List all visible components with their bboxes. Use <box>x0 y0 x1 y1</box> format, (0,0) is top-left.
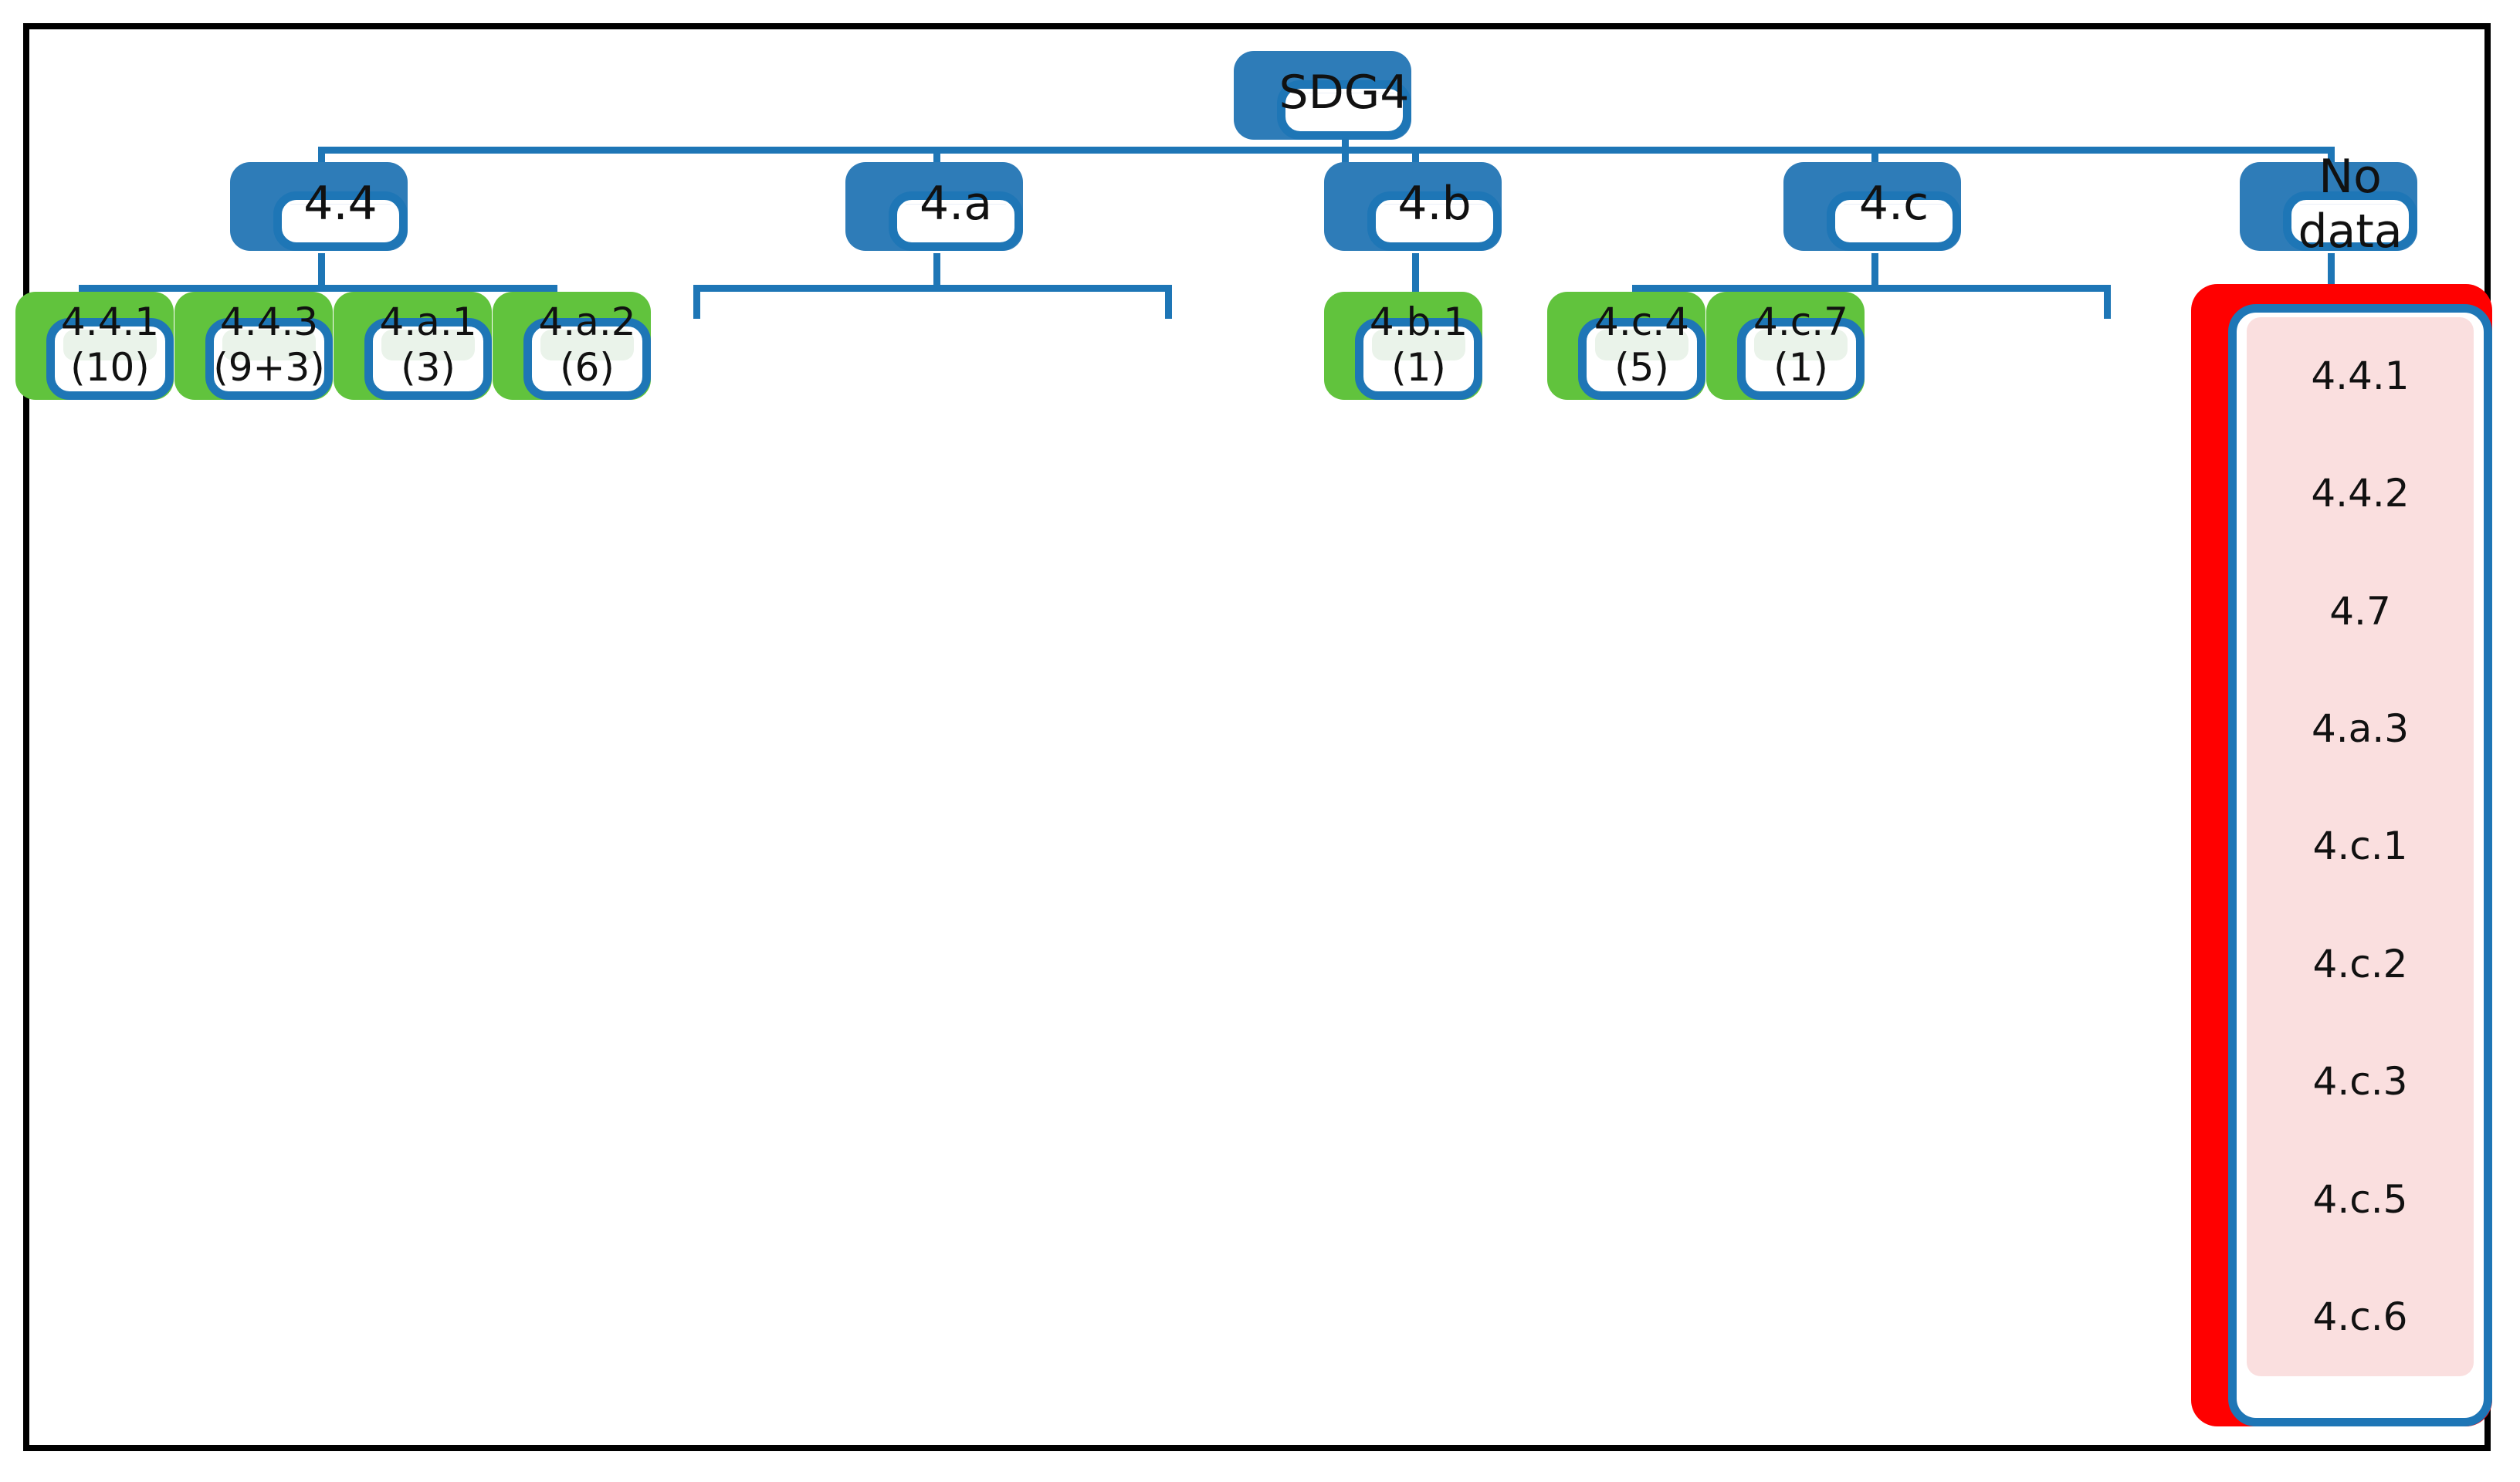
node-leaf-4-b-1[interactable]: 4.b.1 (1) <box>1324 292 1482 400</box>
node-branch-4-4-label: 4.4 <box>290 177 391 231</box>
no-data-item: 4.7 <box>2329 588 2391 634</box>
node-leaf-4-4-3-line2: (9+3) <box>213 345 325 390</box>
node-leaf-4-a-1[interactable]: 4.a.1 (3) <box>334 292 492 400</box>
node-branch-4-c[interactable]: 4.c <box>1783 162 1961 251</box>
node-leaf-4-a-2-line1: 4.a.2 <box>538 299 636 344</box>
no-data-item: 4.4.1 <box>2311 353 2410 398</box>
connector-4-4-stem <box>318 253 325 292</box>
no-data-item: 4.a.3 <box>2311 706 2410 752</box>
connector-4-a-drop-left <box>693 285 700 319</box>
node-leaf-4-c-4-face: 4.c.4 (5) <box>1578 299 1705 400</box>
node-leaf-4-a-2[interactable]: 4.a.2 (6) <box>493 292 651 400</box>
no-data-item: 4.4.2 <box>2311 471 2410 516</box>
node-leaf-4-4-3[interactable]: 4.4.3 (9+3) <box>174 292 333 400</box>
node-sdg4[interactable]: SDG4 <box>1234 51 1411 140</box>
node-leaf-4-b-1-line2: (1) <box>1391 345 1446 390</box>
node-branch-4-a-face: 4.a <box>889 177 1023 251</box>
node-leaf-4-4-1[interactable]: 4.4.1 (10) <box>15 292 174 400</box>
no-data-item: 4.c.6 <box>2312 1294 2408 1340</box>
connector-4-c-stem <box>1871 253 1878 292</box>
node-leaf-4-4-1-line1: 4.4.1 <box>60 299 160 344</box>
node-leaf-4-c-7-text: 4.c.7 (1) <box>1753 299 1848 390</box>
connector-main-bus <box>318 147 2335 154</box>
node-branch-4-c-label: 4.c <box>1844 177 1944 231</box>
connector-4-c-bus <box>1632 285 2111 292</box>
connector-4-b-stem <box>1412 253 1419 323</box>
node-leaf-4-c-4[interactable]: 4.c.4 (5) <box>1547 292 1705 400</box>
node-branch-4-b[interactable]: 4.b <box>1324 162 1502 251</box>
no-data-item: 4.c.1 <box>2312 824 2408 869</box>
node-leaf-4-4-1-line2: (10) <box>70 345 150 390</box>
node-leaf-4-4-1-text: 4.4.1 (10) <box>61 299 159 390</box>
connector-4-a-bus <box>693 285 1172 292</box>
node-leaf-4-4-1-face: 4.4.1 (10) <box>46 299 174 400</box>
node-sdg4-face: SDG4 <box>1277 66 1411 140</box>
node-leaf-4-c-7-line1: 4.c.7 (1) <box>1753 299 1848 390</box>
no-data-item: 4.c.5 <box>2312 1176 2408 1222</box>
node-branch-4-c-face: 4.c <box>1827 177 1961 251</box>
connector-4-4-bus <box>79 285 557 292</box>
node-leaf-4-a-2-face: 4.a.2 (6) <box>523 299 651 400</box>
node-leaf-4-4-3-text: 4.4.3 (9+3) <box>213 299 325 390</box>
node-branch-no-data-label: No data <box>2298 150 2403 259</box>
no-data-item: 4.c.3 <box>2312 1059 2408 1105</box>
node-leaf-4-a-1-face: 4.a.1 (3) <box>364 299 492 400</box>
node-leaf-4-c-4-text: 4.c.4 (5) <box>1594 299 1689 390</box>
node-leaf-4-b-1-text: 4.b.1 (1) <box>1370 299 1468 390</box>
node-branch-4-b-face: 4.b <box>1367 177 1502 251</box>
no-data-list-items: 4.4.1 4.4.2 4.7 4.a.3 4.c.1 4.c.2 4.c.3 4.c.5 4.… <box>2247 317 2474 1376</box>
node-leaf-4-c-4-line1: 4.c.4 (5) <box>1594 299 1689 390</box>
node-leaf-4-4-3-face: 4.4.3 (9+3) <box>205 299 333 400</box>
node-leaf-4-c-7-face: 4.c.7 (1) <box>1737 299 1865 400</box>
connector-4-a-drop-right <box>1165 285 1172 319</box>
node-leaf-4-4-3-line1: 4.4.3 <box>219 299 319 344</box>
diagram-frame: SDG4 4.4 4.a 4.b 4.c <box>15 23 2492 1451</box>
no-data-item: 4.c.2 <box>2312 941 2408 986</box>
node-branch-no-data-face: No data <box>2283 150 2417 259</box>
node-leaf-4-c-7[interactable]: 4.c.7 (1) <box>1706 292 1865 400</box>
node-no-data-list[interactable]: 4.4.1 4.4.2 4.7 4.a.3 4.c.1 4.c.2 4.c.3 4.c.5 4.… <box>2191 284 2492 1426</box>
node-leaf-4-a-1-text: 4.a.1 (3) <box>379 299 476 390</box>
node-branch-4-4[interactable]: 4.4 <box>230 162 408 251</box>
node-branch-4-4-face: 4.4 <box>273 177 408 251</box>
node-leaf-4-a-2-line2: (6) <box>560 345 615 390</box>
node-branch-4-a[interactable]: 4.a <box>845 162 1023 251</box>
node-no-data-list-face: 4.4.1 4.4.2 4.7 4.a.3 4.c.1 4.c.2 4.c.3 4.c.5 4.… <box>2228 304 2492 1426</box>
node-leaf-4-a-2-text: 4.a.2 (6) <box>538 299 635 390</box>
node-leaf-4-b-1-face: 4.b.1 (1) <box>1355 299 1482 400</box>
node-leaf-4-b-1-line1: 4.b.1 <box>1369 299 1468 344</box>
node-leaf-4-a-1-line1: 4.a.1 <box>379 299 477 344</box>
connector-4-c-drop-right <box>2104 285 2111 319</box>
connector-4-a-stem <box>933 253 940 292</box>
node-leaf-4-a-1-line2: (3) <box>401 345 456 390</box>
node-branch-4-a-label: 4.a <box>906 177 1006 231</box>
node-branch-no-data[interactable]: No data <box>2240 150 2417 259</box>
connector-root-stem <box>1342 137 1349 176</box>
node-branch-4-b-label: 4.b <box>1384 177 1485 231</box>
